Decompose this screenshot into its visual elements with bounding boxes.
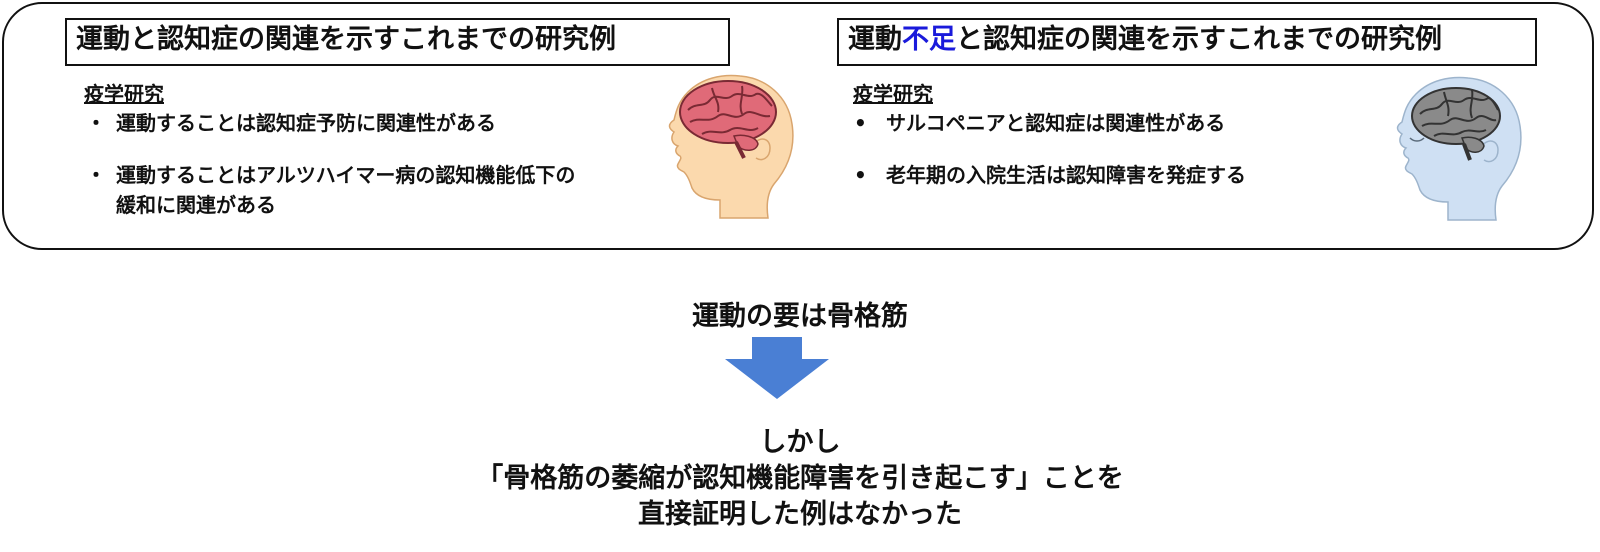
healthy-brain-head-icon — [668, 74, 794, 219]
right-title-highlight: 不足 — [902, 24, 956, 55]
brain-shape — [679, 80, 777, 144]
bullet-marker: • — [854, 111, 867, 135]
left-panel-title: 運動と認知症の関連を示すこれまでの研究例 — [65, 18, 730, 66]
ear — [1481, 140, 1499, 163]
bullet-text: サルコペニアと認知症は関連性がある — [886, 111, 1226, 135]
brain-folds — [687, 85, 773, 135]
bullet-marker: • — [854, 163, 867, 187]
bullet-text: 運動することはアルツハイマー病の認知機能低下の — [116, 163, 576, 187]
right-title-part-1: 運動 — [848, 24, 902, 55]
left-bullet-2-continued: 緩和に関連がある — [116, 193, 276, 217]
conclusion-line-1: しかし — [759, 427, 841, 458]
conclusion-line-2: 「骨格筋の萎縮が認知機能障害を引き起こす」ことを — [476, 463, 1124, 494]
right-title-part-2: と認知症の関連を示すこれまでの研究例 — [956, 24, 1442, 55]
bullet-text: 運動することは認知症予防に関連性がある — [116, 111, 496, 135]
right-panel-subheading: 疫学研究 — [853, 82, 933, 106]
atrophied-brain-head-icon — [1396, 76, 1522, 221]
brain-stem — [1462, 143, 1472, 161]
bullet-text: 老年期の入院生活は認知障害を発症する — [886, 163, 1246, 187]
left-panel-subheading: 疫学研究 — [84, 82, 164, 106]
bullet-marker: ・ — [86, 163, 106, 187]
down-arrow-icon — [725, 337, 829, 399]
conclusion-line-3: 直接証明した例はなかった — [638, 499, 962, 530]
research-summary-box — [2, 2, 1594, 250]
brain-stem — [734, 141, 746, 159]
brain-shape — [1411, 87, 1501, 145]
arrow-shape — [725, 337, 829, 399]
bullet-marker: ・ — [86, 111, 106, 135]
key-statement: 運動の要は骨格筋 — [692, 301, 908, 332]
right-panel-title: 運動不足と認知症の関連を示すこれまでの研究例 — [837, 18, 1537, 66]
brain-folds — [1419, 89, 1499, 137]
closed-eye — [1409, 137, 1425, 142]
